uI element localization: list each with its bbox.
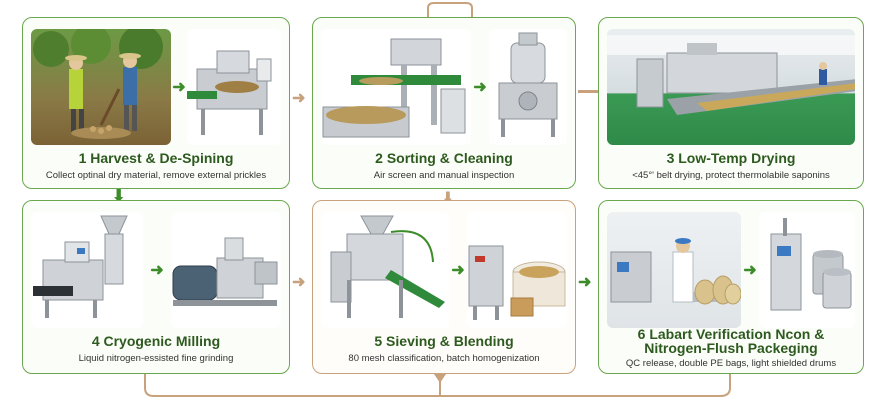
air-screen-sorter-picture (321, 29, 471, 145)
washing-tank-picture (489, 29, 567, 145)
stage-title: 2 Sorting & Cleaning (375, 150, 513, 166)
stage-title: 5 Sieving & Blending (374, 333, 514, 349)
arrow-right-icon: ➜ (451, 262, 465, 279)
stage-title-line-1: 6 Labart Verification Ncon & (637, 326, 825, 342)
despining-machine-picture (187, 29, 281, 145)
stage-subtitle: 80 mesh classification, batch homogeniza… (348, 353, 540, 364)
stage-subtitle: Air screen and manual inspection (373, 170, 515, 181)
blender-and-sack-picture (467, 212, 567, 328)
stage-title: 1 Harvest & De-Spining (78, 150, 234, 166)
bottom-loop-connector (144, 372, 731, 397)
nitrogen-packer-and-drums-picture (759, 212, 855, 328)
qc-lab-photo (607, 212, 741, 328)
belt-dryer-factory-photo (607, 29, 855, 145)
vibrating-sieve-picture (321, 212, 449, 328)
arrow-right-icon: ➜ (150, 262, 164, 279)
stage-3-drying: 3 Low-Temp Drying <45°' belt drying, pro… (598, 17, 864, 189)
arrow-right-icon: ➜ (578, 274, 592, 291)
stage-subtitle: <45°' belt drying, protect thermolabile … (632, 170, 830, 181)
arrow-right-icon: ➜ (473, 79, 487, 96)
stage-2-sorting: ➜ 2 Sorting & Cleaning Air screen and ma… (312, 17, 576, 189)
arrow-right-icon: ➜ (172, 79, 186, 96)
arrow-right-icon: ➜ (743, 262, 757, 279)
stage-5-sieving: ➜ 5 Sieving & Blending 80 mesh classific… (312, 200, 576, 374)
arrow-right-icon: ➜ (292, 90, 306, 107)
stage-title: 4 Cryogenic Milling (91, 333, 221, 349)
top-loop-connector (427, 2, 473, 18)
stage-subtitle: Liquid nitrogen-essisted fine grinding (78, 353, 234, 364)
stage-subtitle: Collect optinal dry material, remove ext… (45, 170, 267, 181)
stage-6-packaging: ➜ 6 Labart Verification Ncon & Nitrogen-… (598, 200, 864, 374)
stage-title: 3 Low-Temp Drying (666, 150, 796, 166)
stage-4-milling: ➜ 4 Cryogenic Milling Liquid nitrogen-es… (22, 200, 290, 374)
stage-title-line-2: Nitrogen-Flush Packeging (644, 340, 818, 356)
harvest-field-photo (31, 29, 171, 145)
cryogenic-mill-picture (31, 212, 143, 328)
stage-subtitle: QC release, double PE bags, light shield… (625, 358, 837, 369)
grinder-motor-picture (171, 212, 281, 328)
stage-title: 6 Labart Verification Ncon & Nitrogen-Fl… (599, 327, 863, 355)
arrow-right-icon (578, 90, 598, 93)
stage-1-harvest: ➜ 1 Harvest & De-Spining Collect optinal… (22, 17, 290, 189)
arrow-down-icon: ⬇ (442, 189, 454, 205)
arrow-right-icon: ➜ (292, 274, 306, 291)
